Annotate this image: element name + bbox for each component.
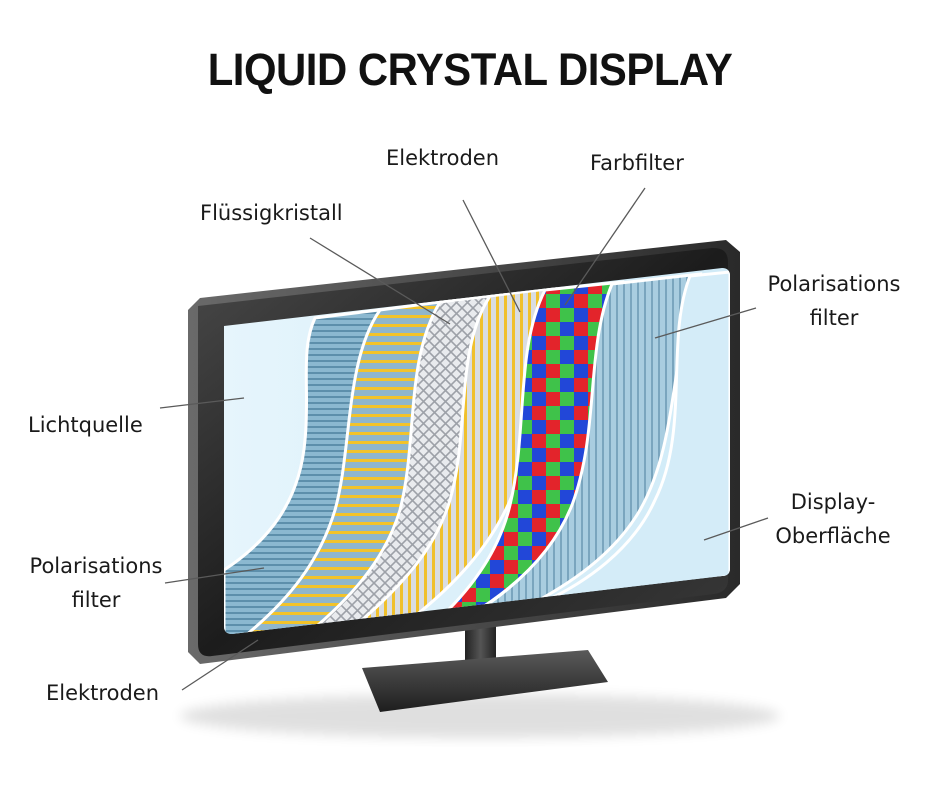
label-polarizer-front: Polarisations filter [752, 267, 916, 335]
label-polarizer-rear-line2: filter [71, 588, 121, 612]
leader-lines [159, 187, 769, 691]
label-color-filter: Farbfilter [590, 151, 684, 175]
stand-base [362, 650, 608, 712]
label-electrodes-rear: Elektroden [46, 681, 159, 705]
label-polarizer-front-line1: Polarisations [767, 272, 901, 296]
label-display-surface-line1: Display- [790, 490, 876, 514]
label-display-surface-line2: Oberfläche [775, 524, 891, 548]
page-title: LIQUID CRYSTAL DISPLAY [207, 44, 733, 95]
label-liquid-crystal: Flüssigkristall [200, 201, 343, 225]
label-polarizer-rear: Polarisations filter [14, 549, 178, 617]
label-display-surface: Display- Oberfläche [758, 485, 908, 553]
label-light-source: Lichtquelle [28, 413, 143, 437]
layer-stack [224, 268, 730, 634]
label-electrodes-front: Elektroden [386, 146, 499, 170]
label-polarizer-front-line2: filter [809, 306, 859, 330]
label-polarizer-rear-line1: Polarisations [29, 554, 163, 578]
